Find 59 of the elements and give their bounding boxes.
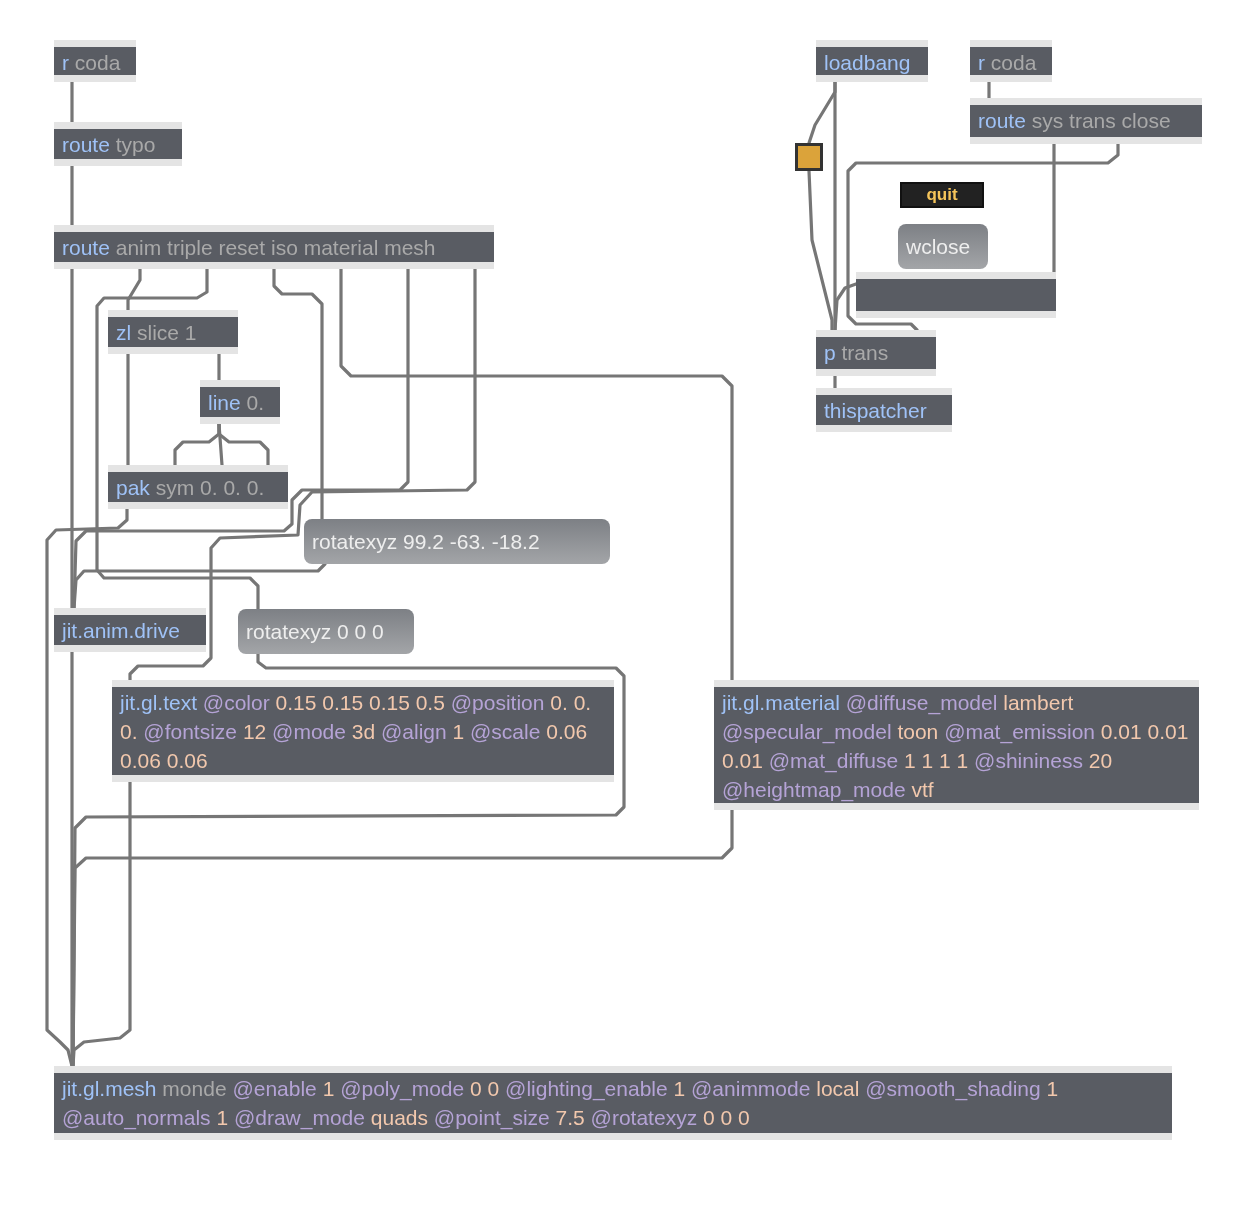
- patch-cord: [95, 267, 260, 611]
- patch-cord: [339, 267, 734, 682]
- patch-cord: [846, 142, 1120, 332]
- object-box: [200, 380, 280, 424]
- object-text: p trans: [824, 340, 890, 366]
- object-text: r coda: [62, 50, 122, 76]
- patch-cord: [71, 808, 734, 1068]
- patch-cord: [72, 562, 327, 610]
- message-text: wclose: [906, 234, 971, 260]
- object-text: pak sym 0. 0. 0.: [116, 475, 266, 501]
- object-text: jit.gl.text @color 0.15 0.15 0.15 0.5 @position 0. 0. 0. @fontsize 12 @mode 3d @align 1 @scale 0.06 0.06 0.06: [120, 690, 593, 774]
- patch-cord: [126, 352, 130, 467]
- object-box: [54, 122, 182, 166]
- toggle-box: [795, 143, 823, 171]
- object-box: [816, 330, 936, 376]
- object-box: [108, 465, 288, 509]
- object-box: [112, 680, 614, 782]
- object-box: [108, 310, 238, 354]
- message-text: quit: [926, 185, 958, 205]
- message-text: rotatexyz 0 0 0: [246, 619, 384, 645]
- object-text: jit.anim.drive: [62, 618, 181, 644]
- patch-cord: [987, 80, 991, 100]
- object-box: [816, 388, 952, 432]
- object-box: [54, 40, 136, 82]
- object-text: loadbang: [824, 50, 912, 76]
- object-box: [816, 40, 928, 82]
- object-text: zl slice 1: [116, 320, 198, 346]
- object-text: thispatcher: [824, 398, 928, 424]
- object-text: jit.gl.mesh monde @enable 1 @poly_mode 0 0 @lighting_enable 1 @animmode local @smooth_shading 1 @auto_normals 1 @draw_mode quads @point_size 7.5 @rotatexyz 0 0 0: [62, 1076, 1060, 1132]
- patch-cord: [128, 267, 477, 682]
- object-text: r coda: [978, 50, 1038, 76]
- object-box: [54, 608, 206, 652]
- patch-cord: [70, 164, 74, 227]
- object-text: line 0.: [208, 390, 266, 416]
- object-box: [970, 98, 1202, 144]
- object-box: [714, 680, 1199, 810]
- object-text: jit.gl.material @diffuse_model lambert @specular_model toon @mat_emission 0.01 0.01 0.01 @mat_diffuse 1 1 1 1 @shininess 20 @heightmap_mode vtf: [722, 690, 1190, 804]
- object-box: [54, 1066, 1172, 1140]
- message-text: rotatexyz 99.2 -63. -18.2: [312, 529, 540, 555]
- patch-cord: [833, 282, 858, 332]
- patch-cord: [70, 80, 74, 124]
- object-box: [970, 40, 1052, 82]
- patch-cord: [126, 267, 142, 312]
- object-text: route sys trans close: [978, 108, 1172, 134]
- patch-cord: [70, 267, 74, 610]
- patch-cord: [807, 169, 834, 332]
- object-box: [856, 272, 1056, 318]
- object-box: [54, 225, 494, 269]
- message-box: [304, 519, 610, 564]
- message-box: [238, 609, 414, 654]
- object-text: route anim triple reset iso material mesh: [62, 235, 437, 261]
- message-box: [900, 182, 984, 208]
- patch-cord: [217, 422, 270, 467]
- patch-cord: [217, 352, 221, 382]
- message-box: [898, 224, 988, 269]
- patch-cord: [833, 374, 837, 390]
- object-text: route typo: [62, 132, 157, 158]
- patch-cord: [1052, 142, 1056, 274]
- patch-cord: [272, 267, 324, 521]
